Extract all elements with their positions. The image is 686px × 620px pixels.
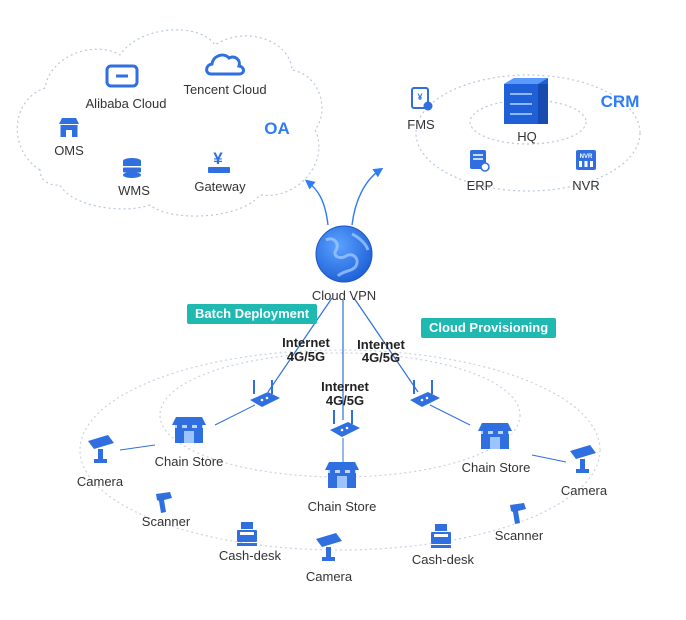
cash-desk-right-label: Cash-desk — [412, 552, 475, 567]
chain-store-right-label: Chain Store — [462, 460, 531, 475]
camera-right-label: Camera — [561, 483, 608, 498]
link-right-line2: 4G/5G — [362, 350, 400, 365]
alibaba-cloud-label: Alibaba Cloud — [86, 96, 167, 111]
chain-store-icon — [325, 462, 359, 488]
outer-network-ring — [79, 349, 601, 551]
cash-register-icon — [431, 524, 451, 548]
scanner-left-label: Scanner — [142, 514, 191, 529]
fms-label: FMS — [407, 117, 435, 132]
chain-store-left-label: Chain Store — [155, 454, 224, 469]
crm-tag: CRM — [601, 92, 640, 111]
chain-store-icon — [172, 417, 206, 443]
svg-text:¥: ¥ — [417, 92, 422, 102]
cloud-provisioning-badge: Cloud Provisioning — [421, 318, 557, 338]
link-left — [267, 297, 333, 393]
fms-icon: ¥ — [411, 87, 433, 111]
server-icon — [504, 78, 548, 124]
cash-register-icon — [237, 522, 257, 546]
camera-left-label: Camera — [77, 474, 124, 489]
erp-icon — [470, 150, 490, 172]
link-left-line1: Internet — [282, 335, 330, 350]
oms-label: OMS — [54, 143, 84, 158]
camera-icon — [316, 533, 342, 561]
hq-label: HQ — [517, 129, 537, 144]
cloud-vpn-label: Cloud VPN — [312, 288, 376, 303]
gateway-icon: ¥ — [208, 149, 230, 173]
scanner-right-label: Scanner — [495, 528, 544, 543]
alibaba-cloud-icon — [105, 64, 139, 88]
chain-store-icon — [478, 423, 512, 449]
camera-icon — [88, 435, 114, 463]
camera-icon — [570, 445, 596, 473]
cash-desk-left-label: Cash-desk — [219, 548, 282, 563]
link-right — [353, 297, 419, 393]
nvr-label: NVR — [572, 178, 599, 193]
router-icon — [250, 380, 280, 407]
globe-icon — [315, 225, 373, 283]
nvr-icon: NVR — [576, 150, 596, 170]
arrow-to-cloud — [304, 179, 329, 226]
scanner-icon — [510, 503, 526, 524]
hq-outer-ring — [415, 74, 641, 192]
link-left-line2: 4G/5G — [287, 349, 325, 364]
tencent-cloud-label: Tencent Cloud — [183, 82, 266, 97]
chain-store-center-label: Chain Store — [308, 499, 377, 514]
link-mid-line2: 4G/5G — [326, 393, 364, 408]
link-router-left-store — [214, 404, 256, 426]
erp-label: ERP — [467, 178, 494, 193]
link-mid-line1: Internet — [321, 379, 369, 394]
scanner-icon — [156, 492, 172, 513]
svg-text:¥: ¥ — [213, 149, 223, 168]
router-icon — [410, 380, 440, 407]
cloud-outline — [16, 29, 323, 217]
oa-tag: OA — [264, 119, 290, 138]
hq-inner-ring — [469, 99, 587, 145]
link-store-camera-right — [531, 454, 567, 463]
batch-deployment-badge: Batch Deployment — [187, 304, 318, 324]
arrow-to-hq — [351, 167, 384, 226]
router-icon — [330, 410, 360, 437]
tencent-cloud-icon — [205, 53, 245, 76]
link-router-right-store — [429, 404, 471, 426]
store-icon — [59, 118, 79, 137]
link-store-camera-left — [119, 444, 156, 451]
camera-bottom-label: Camera — [306, 569, 353, 584]
wms-label: WMS — [118, 183, 150, 198]
gateway-label: Gateway — [194, 179, 246, 194]
link-right-line1: Internet — [357, 337, 405, 352]
database-icon — [123, 158, 141, 178]
svg-text:NVR: NVR — [580, 154, 593, 160]
